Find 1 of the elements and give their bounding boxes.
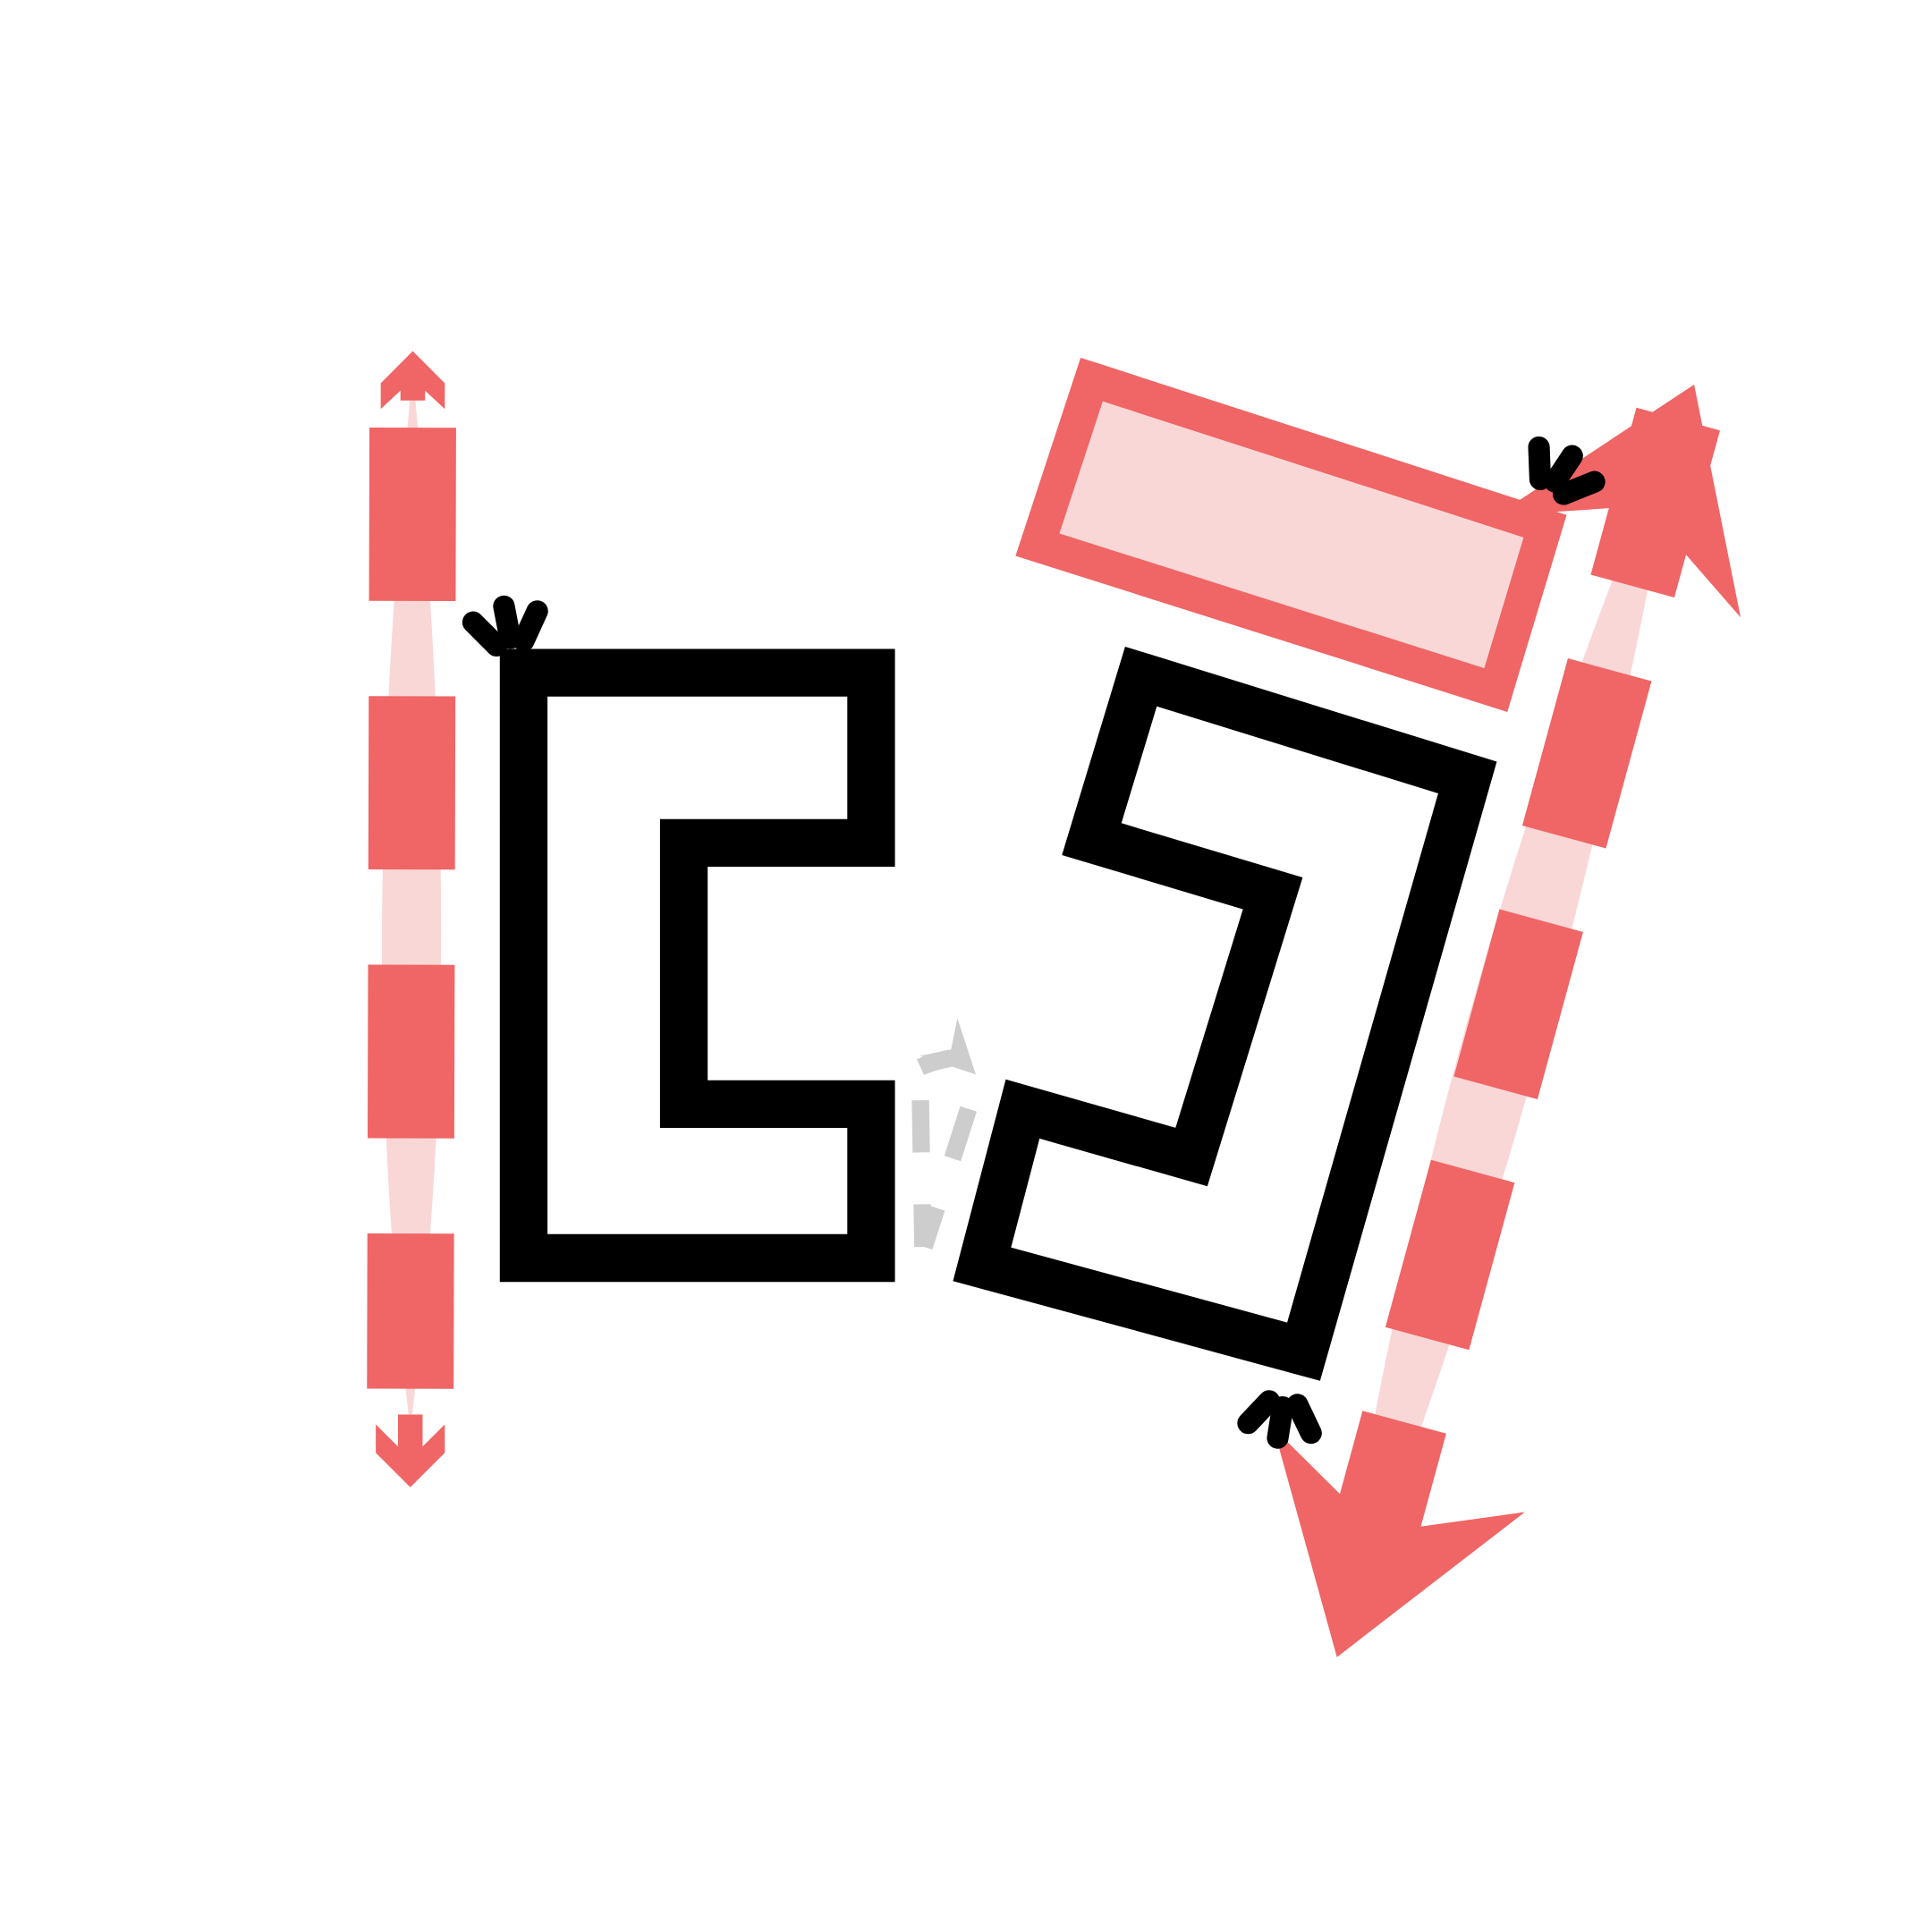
c-shaped-outline — [499, 648, 895, 1283]
